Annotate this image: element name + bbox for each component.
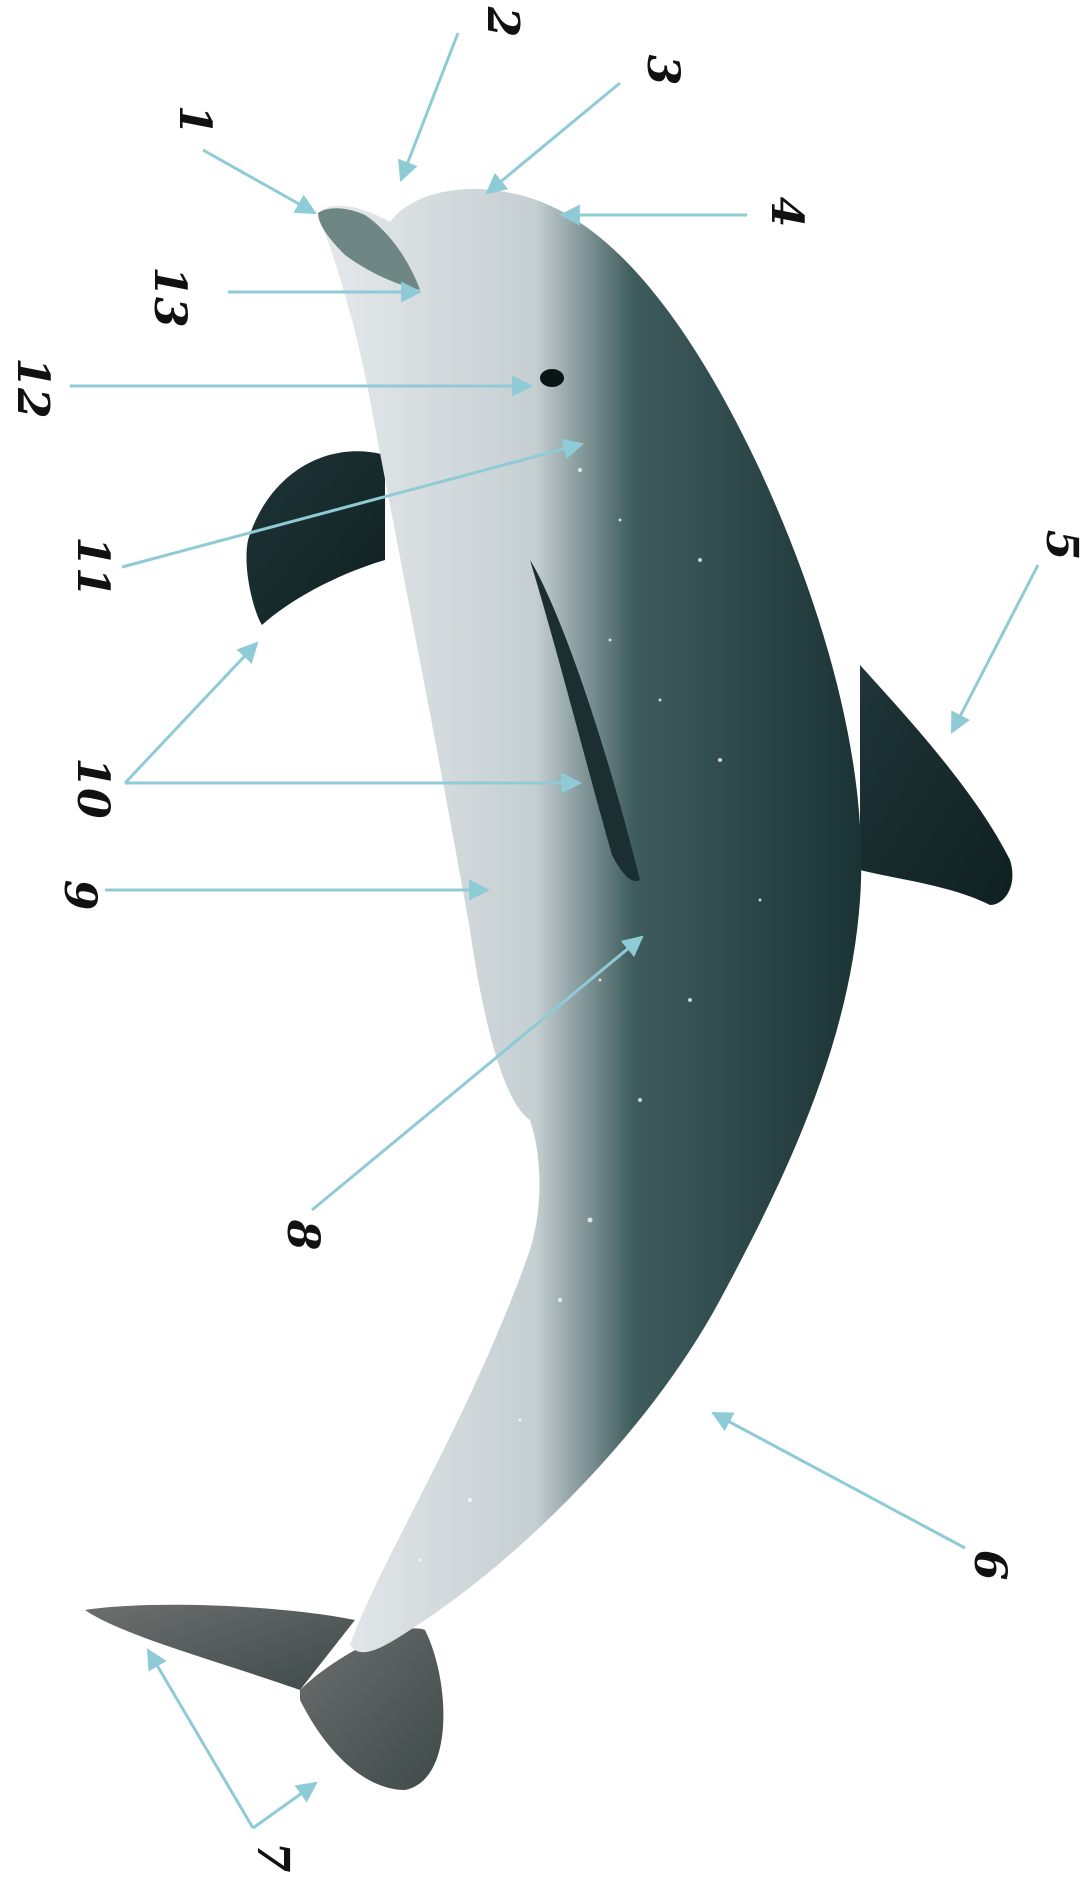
dorsal-fin [860,665,1012,905]
callout-label-9: 9 [54,880,105,911]
arrow-10a [125,643,257,783]
dolphin-eye [540,369,564,387]
arrow-7a [148,1650,253,1828]
arrow-5 [952,565,1038,732]
callout-label-5: 5 [1036,530,1086,561]
callout-label-2: 2 [477,6,528,38]
callout-label-7: 7 [247,1842,298,1873]
callout-label-1: 1 [169,105,220,136]
callout-label-8: 8 [277,1219,328,1251]
callout-label-12: 12 [7,357,58,418]
arrow-7b [253,1783,316,1828]
callout-label-3: 3 [637,55,688,86]
arrow-2 [401,33,458,180]
callout-label-10: 10 [67,757,118,819]
callout-label-11: 11 [67,536,118,597]
arrow-3 [487,83,620,193]
callout-label-6: 6 [964,1550,1015,1581]
arrow-1 [203,150,315,213]
pectoral-fin-left [246,451,385,625]
arrow-6 [713,1413,965,1548]
dolphin-illustration [85,189,1012,1790]
callout-label-13: 13 [144,266,195,327]
dolphin-body [318,189,861,1652]
callout-label-4: 4 [761,197,812,228]
